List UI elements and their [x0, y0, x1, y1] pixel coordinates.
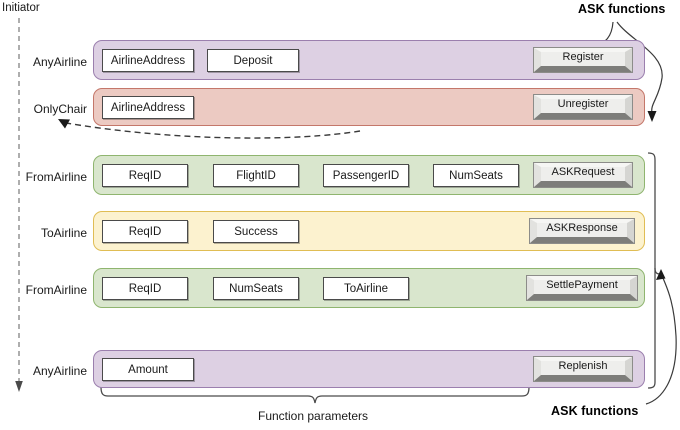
- actor-label-fromairline-1: FromAirline: [25, 170, 87, 184]
- param-box[interactable]: NumSeats: [433, 164, 519, 187]
- function-button-unregister[interactable]: Unregister: [534, 95, 632, 119]
- ask-functions-bottom-label: ASK functions: [551, 404, 639, 418]
- param-box[interactable]: AirlineAddress: [102, 49, 194, 72]
- initiator-label: Initiator: [2, 2, 40, 14]
- function-button-settlepayment[interactable]: SettlePayment: [527, 276, 637, 300]
- ask-functions-top-label: ASK functions: [578, 2, 666, 16]
- actor-label-anyairline-1: AnyAirline: [32, 55, 87, 69]
- param-box[interactable]: Success: [213, 220, 299, 243]
- function-parameters-label: Function parameters: [258, 409, 369, 423]
- param-box[interactable]: FlightID: [213, 164, 299, 187]
- message-row-askrequest[interactable]: ReqID FlightID PassengerID NumSeats ASKR…: [93, 155, 645, 195]
- message-row-unregister[interactable]: AirlineAddress Unregister: [93, 88, 645, 126]
- message-row-settlepayment[interactable]: ReqID NumSeats ToAirline SettlePayment: [93, 268, 645, 308]
- function-button-label: Unregister: [557, 98, 609, 110]
- actor-label-toairline: ToAirline: [40, 226, 87, 240]
- message-row-askresponse[interactable]: ReqID Success ASKResponse: [93, 211, 645, 251]
- param-box[interactable]: ReqID: [102, 277, 188, 300]
- param-box[interactable]: NumSeats: [213, 277, 299, 300]
- actor-label-onlychair: OnlyChair: [33, 102, 87, 116]
- function-button-label: Replenish: [558, 360, 608, 372]
- function-button-askresponse[interactable]: ASKResponse: [530, 219, 634, 243]
- actor-label-anyairline-2: AnyAirline: [32, 364, 87, 378]
- message-row-replenish[interactable]: Amount Replenish: [93, 350, 645, 388]
- function-button-askrequest[interactable]: ASKRequest: [534, 163, 632, 187]
- param-box[interactable]: PassengerID: [323, 164, 409, 187]
- function-parameters-brace: [100, 386, 530, 404]
- function-button-label: ASKRequest: [551, 166, 615, 178]
- initiator-timeline: [15, 18, 23, 392]
- actor-label-fromairline-2: FromAirline: [25, 283, 87, 297]
- function-button-replenish[interactable]: Replenish: [534, 357, 632, 381]
- function-button-label: Register: [562, 51, 604, 63]
- param-box[interactable]: AirlineAddress: [102, 96, 194, 119]
- ask-functions-group-bracket: [647, 152, 661, 389]
- param-box[interactable]: ReqID: [102, 164, 188, 187]
- function-button-register[interactable]: Register: [534, 48, 632, 72]
- function-button-label: ASKResponse: [546, 222, 618, 234]
- function-button-label: SettlePayment: [546, 279, 618, 291]
- param-box[interactable]: Deposit: [207, 49, 299, 72]
- ask-functions-bottom-connector: [645, 269, 677, 405]
- message-row-register[interactable]: AirlineAddress Deposit Register: [93, 40, 645, 80]
- param-box[interactable]: ReqID: [102, 220, 188, 243]
- param-box[interactable]: Amount: [102, 358, 194, 381]
- param-box[interactable]: ToAirline: [323, 277, 409, 300]
